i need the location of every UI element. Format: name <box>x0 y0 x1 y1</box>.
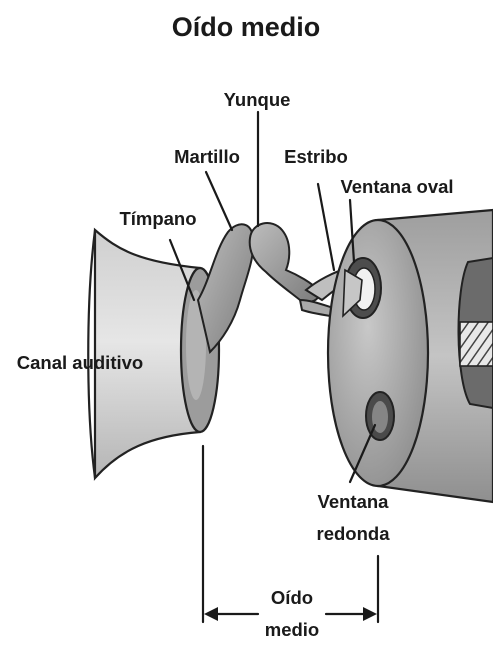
label-yunque: Yunque <box>224 89 291 110</box>
label-ventana-redonda-line1: Ventana <box>318 491 390 512</box>
label-martillo: Martillo <box>174 146 240 167</box>
label-oido-medio-line2: medio <box>265 619 319 640</box>
oido-medio-left-arrowhead <box>204 607 218 621</box>
inner-ear-face <box>328 220 428 486</box>
label-ventana-redonda-line2: redonda <box>317 523 391 544</box>
label-ventana-oval: Ventana oval <box>340 176 453 197</box>
diagram-title: Oído medio <box>172 12 321 42</box>
label-canal-auditivo: Canal auditivo <box>17 352 143 373</box>
malleus-shape <box>198 224 253 352</box>
round-window-shape <box>366 392 394 440</box>
label-timpano: Tímpano <box>119 208 196 229</box>
estribo-leader-line <box>318 184 334 270</box>
oido-medio-right-arrowhead <box>363 607 377 621</box>
martillo-leader-line <box>206 172 232 230</box>
label-estribo: Estribo <box>284 146 348 167</box>
label-oido-medio-line1: Oído <box>271 587 313 608</box>
